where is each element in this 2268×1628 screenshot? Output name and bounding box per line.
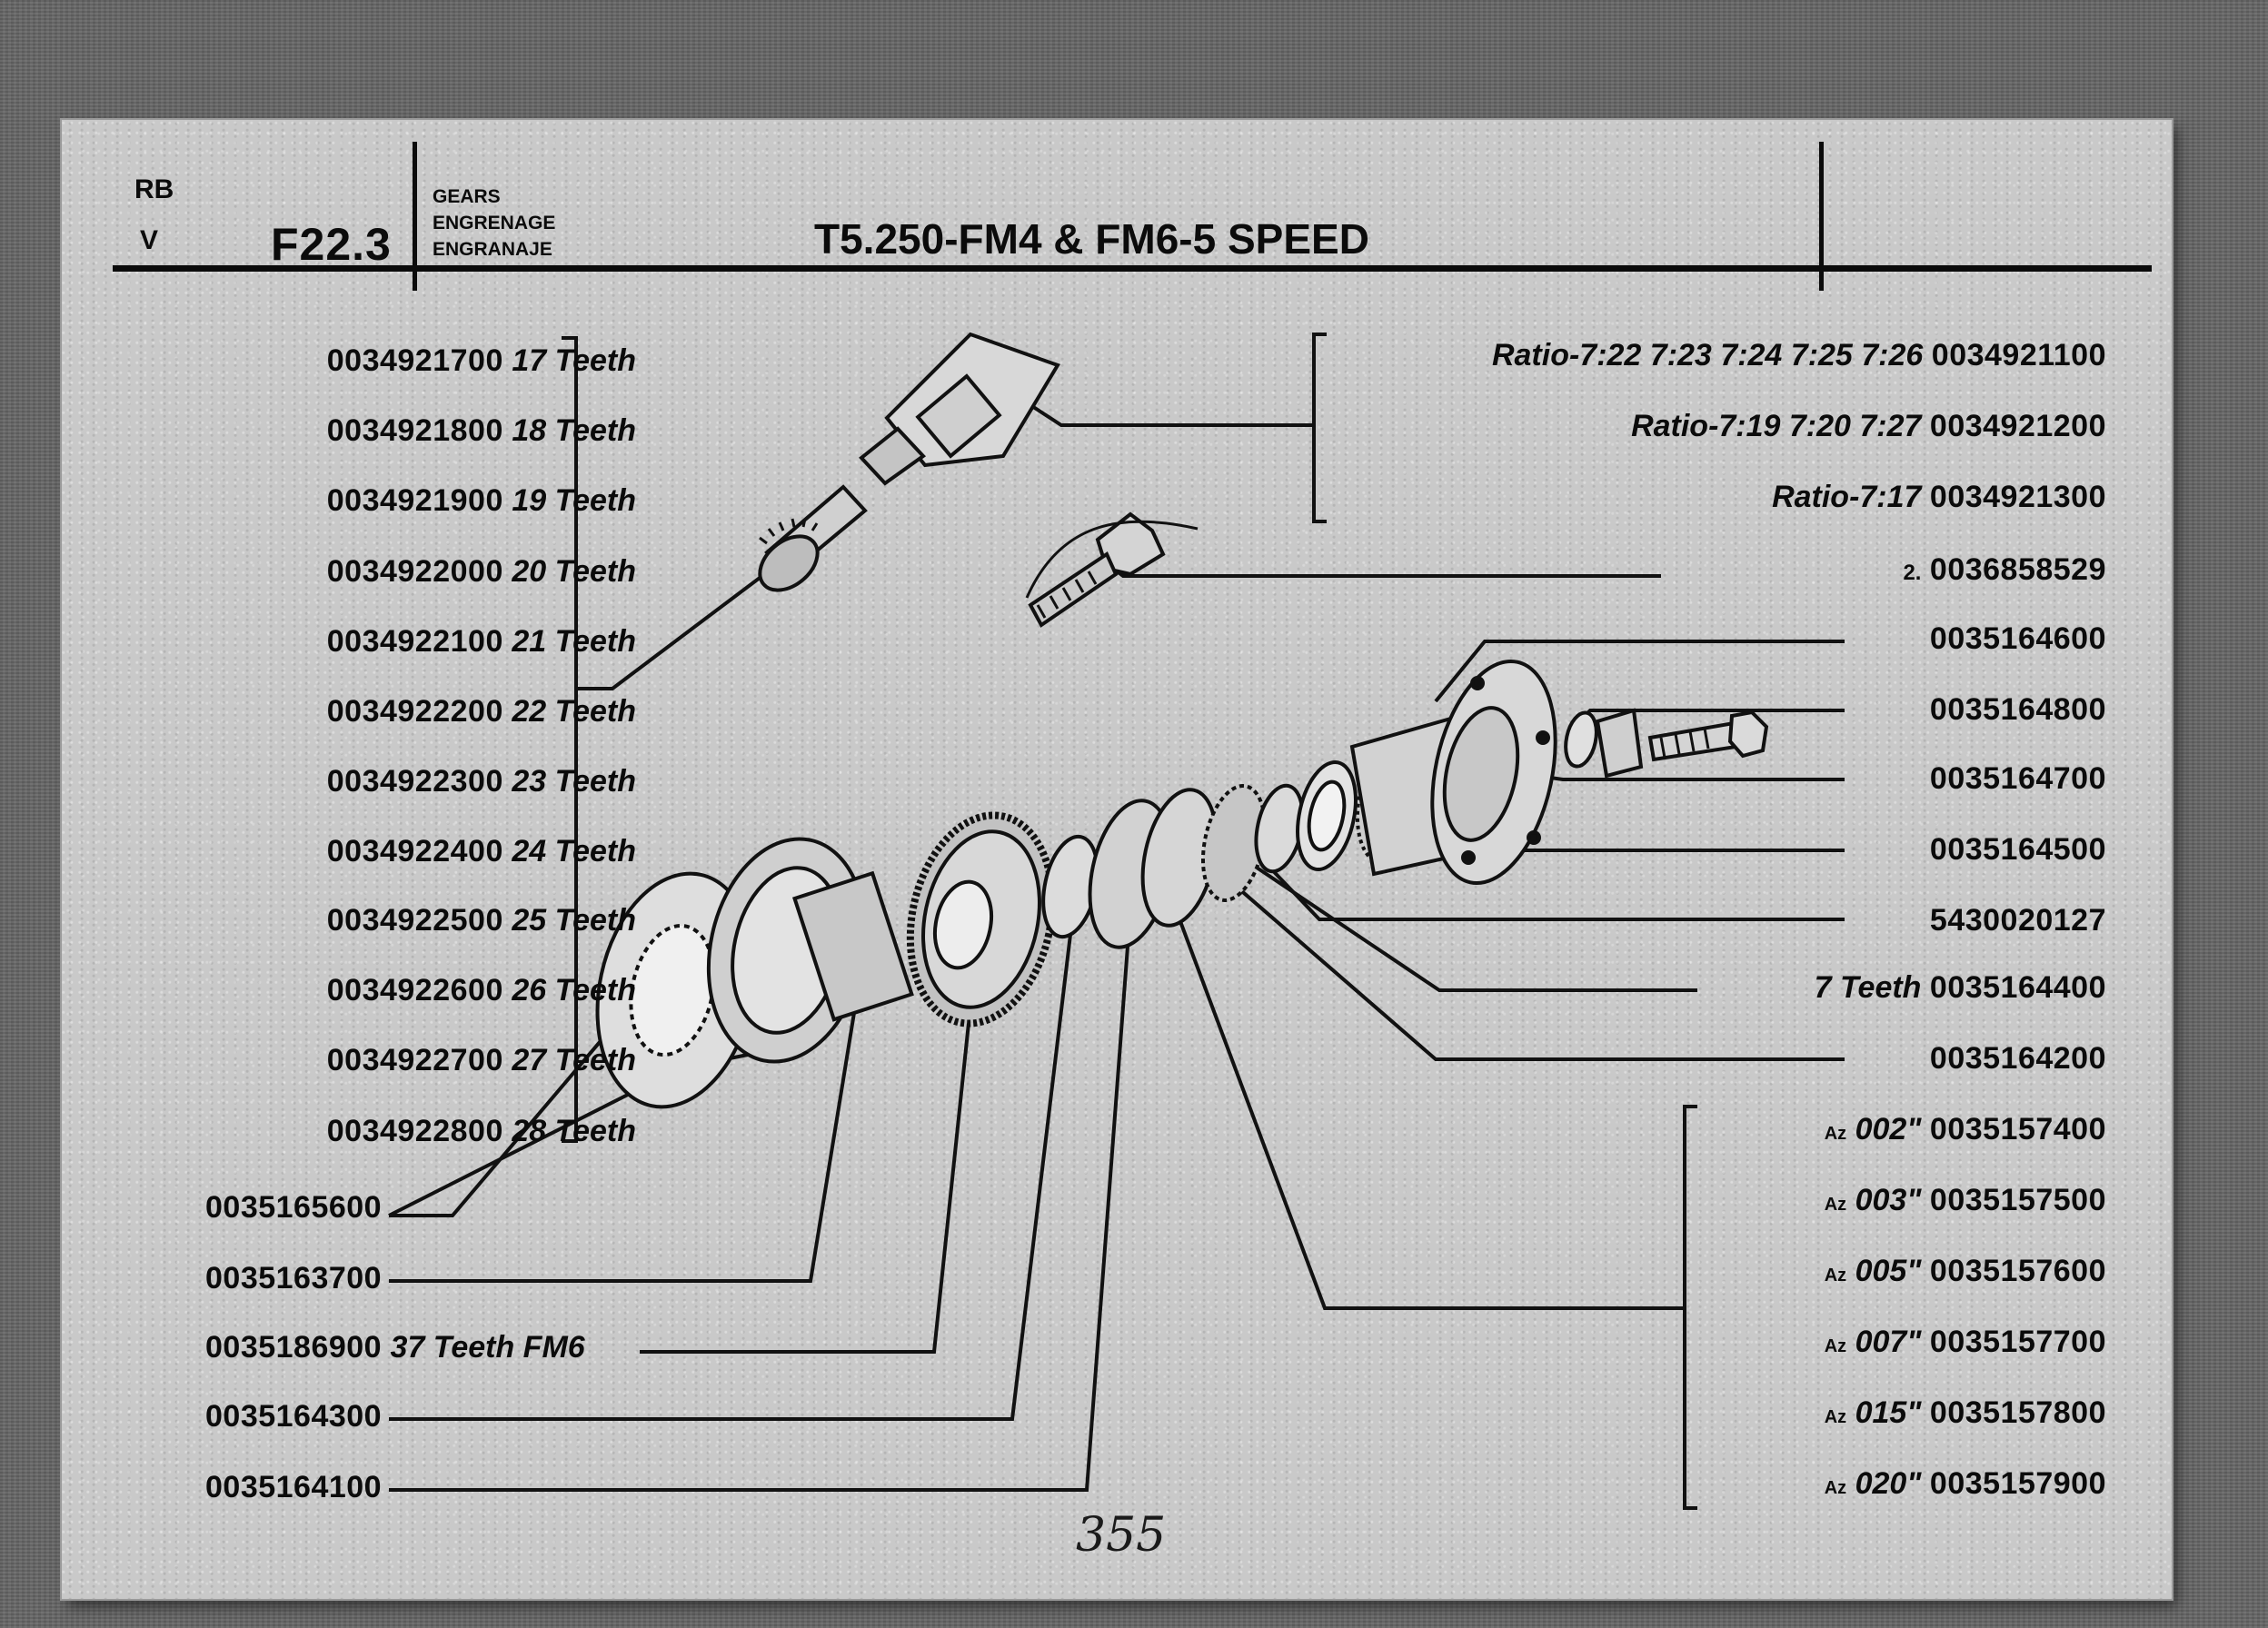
right-upper-bracket — [1312, 333, 1327, 523]
part-row: 2. 0036858529 — [1903, 552, 2106, 587]
part-row: 0035164700 — [1929, 761, 2106, 796]
flange-washer — [1564, 710, 1598, 769]
part-row: 0034922000 20 Teeth — [326, 554, 636, 589]
shim-bracket — [1683, 1105, 1697, 1510]
part-row: 0035164800 — [1929, 692, 2106, 727]
header-rb: RB — [134, 174, 174, 204]
part-row: 0035164600 — [1929, 621, 2106, 656]
flange-bolt-head — [1727, 710, 1769, 759]
header-divider-1 — [413, 142, 417, 291]
part-row: 0035164100 — [205, 1470, 383, 1504]
left-bracket — [562, 336, 578, 1143]
part-row: 0034922600 26 Teeth — [326, 973, 636, 1008]
part-row: 0034922800 28 Teeth — [326, 1114, 636, 1148]
part-row: 0035165600 — [205, 1190, 383, 1225]
part-row: 0034922700 27 Teeth — [326, 1043, 636, 1077]
part-row: Az 005" 0035157600 — [1824, 1254, 2106, 1288]
section-es: ENGRANAJE — [433, 239, 552, 260]
part-row: 0034922200 22 Teeth — [326, 694, 636, 729]
splined-shaft-section — [792, 870, 914, 1022]
header-title: T5.250-FM4 & FM6-5 SPEED — [814, 215, 1369, 263]
part-row: Ratio-7:17 0034921300 — [1772, 480, 2106, 514]
header-divider-2 — [1819, 142, 1824, 291]
header-v: V — [140, 225, 159, 255]
section-fr: ENGRENAGE — [433, 213, 556, 233]
speedo-driven-gear — [758, 518, 820, 592]
part-row: 5430020127 — [1929, 903, 2106, 938]
part-row: 0034921700 17 Teeth — [326, 343, 636, 378]
section-en: GEARS — [433, 186, 501, 207]
ratio-leader — [1023, 400, 1314, 427]
part-row: Ratio-7:19 7:20 7:27 0034921200 — [1631, 409, 2106, 443]
part-row: 0034921800 18 Teeth — [326, 413, 636, 448]
part-row: Az 002" 0035157400 — [1824, 1112, 2106, 1147]
part-row: 0035186900 37 Teeth FM6 — [205, 1330, 585, 1365]
part-row: Az 015" 0035157800 — [1824, 1395, 2106, 1430]
header-section: GEARS ENGRENAGE ENGRANAJE — [433, 184, 555, 263]
header-rule — [113, 265, 2152, 272]
header-page-code: F22.3 — [271, 219, 392, 270]
part-row: 0035163700 — [205, 1261, 383, 1295]
part-row: Ratio-7:22 7:23 7:24 7:25 7:26 003492110… — [1491, 338, 2106, 372]
part-row: 7 Teeth 0035164400 — [1814, 970, 2106, 1005]
exploded-diagram — [388, 332, 1845, 1510]
part-row: 0035164500 — [1929, 832, 2106, 867]
part-row: 0034922100 21 Teeth — [326, 624, 636, 659]
part-row: Az 003" 0035157500 — [1824, 1183, 2106, 1217]
part-row: Az 007" 0035157700 — [1824, 1325, 2106, 1359]
left-leader — [576, 554, 791, 690]
lock-plate — [1595, 708, 1644, 779]
handwritten-page-number: 355 — [1076, 1508, 1167, 1563]
part-row: 0034921900 19 Teeth — [326, 483, 636, 518]
catalog-sheet: RB V F22.3 GEARS ENGRENAGE ENGRANAJE T5.… — [62, 120, 2172, 1599]
part-row: 0034922400 24 Teeth — [326, 834, 636, 869]
part-row: 0034922300 23 Teeth — [326, 764, 636, 799]
part-row: 0035164200 — [1929, 1041, 2106, 1076]
part-row: 0035164300 — [205, 1399, 383, 1434]
part-row: 0034922500 25 Teeth — [326, 903, 636, 938]
part-row: Az 020" 0035157900 — [1824, 1466, 2106, 1501]
